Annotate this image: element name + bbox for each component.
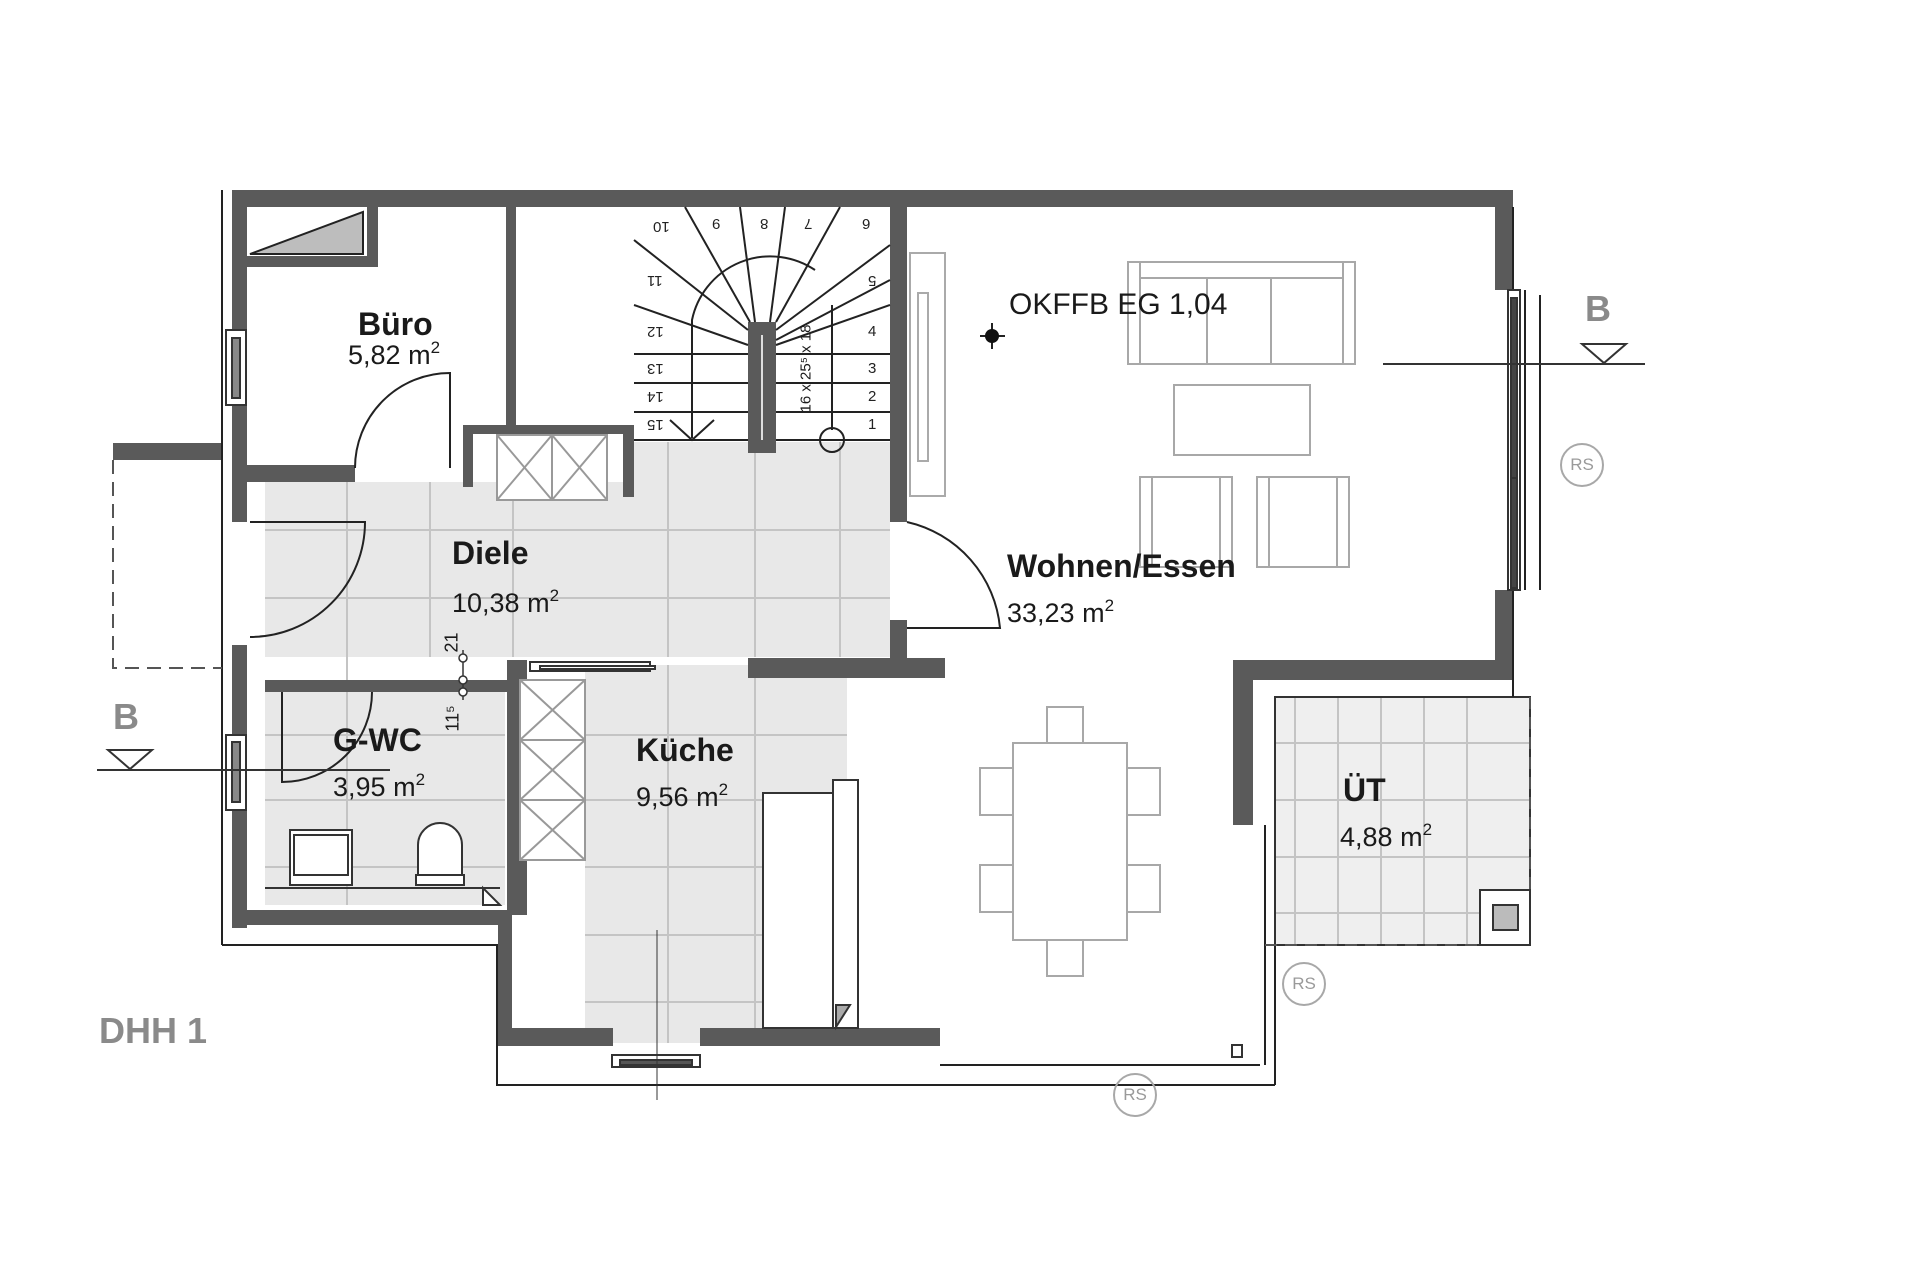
stair-step-11: 11 [647,272,663,289]
closets [496,434,608,861]
room-area-kueche: 9,56 m2 [636,780,729,812]
dim-ticks [458,650,468,700]
drain-icon [1231,889,1531,1058]
wc-fixtures [265,822,503,906]
room-name-ut: ÜT [1343,772,1386,808]
room-area-gwc: 3,95 m2 [333,770,426,802]
rs-marker-bottom: RS [1113,1073,1157,1117]
stair-step-6: 6 [862,215,871,232]
level-marker-icon [980,323,1005,349]
stair-dimension-label: 16 x 25⁵ x 18 [797,324,815,413]
room-area-wohnen-essen: 33,23 m2 [1007,596,1115,628]
room-name-kueche: Küche [636,732,734,768]
stair-step-8: 8 [760,215,769,232]
section-marks [97,343,1645,771]
room-area-diele: 10,38 m2 [452,586,560,618]
door-swings [249,371,1002,784]
walls [113,190,1513,1046]
stair-step-4: 4 [868,323,877,340]
room-name-wohnen-essen: Wohnen/Essen [1007,548,1236,584]
rs-marker-terrace: RS [1282,962,1326,1006]
stair-step-14: 14 [647,388,664,405]
room-area-ut: 4,88 m2 [1340,820,1433,852]
stair-step-2: 2 [868,388,877,405]
tiled-floors [265,442,1530,1043]
room-name-gwc: G-WC [333,722,422,758]
living-furniture [1127,261,1356,568]
stair-step-9: 9 [712,215,721,232]
section-label-left: B [113,696,139,737]
dim-bottom-label: 11⁵ [442,705,463,732]
stair-step-15: 15 [647,416,664,433]
room-name-diele: Diele [452,535,529,571]
stair-step-3: 3 [868,360,877,377]
stair-step-13: 13 [647,360,664,377]
stair-step-5: 5 [868,272,877,289]
room-area-buero: 5,82 m2 [348,338,441,370]
stair-step-10: 10 [653,218,670,235]
stair-start-marker [819,427,845,453]
outer-lines [221,190,1541,1086]
kitchen-units [762,779,859,1031]
section-label-right: B [1585,288,1611,329]
storage-ramp [249,210,364,255]
canopy-outline [112,460,222,669]
stair-step-7: 7 [804,215,813,232]
level-marker-label: OKFFB EG 1,04 [1009,288,1228,321]
stair-step-12: 12 [647,323,664,340]
room-name-buero: Büro [358,306,433,342]
tv-unit [909,252,946,497]
stair-lines [633,206,891,442]
stair-step-1: 1 [868,416,877,433]
unit-label: DHH 1 [99,1010,208,1051]
dining-set [979,706,1161,977]
dim-top-label: 21 [441,632,462,653]
rs-marker-right: RS [1560,443,1604,487]
